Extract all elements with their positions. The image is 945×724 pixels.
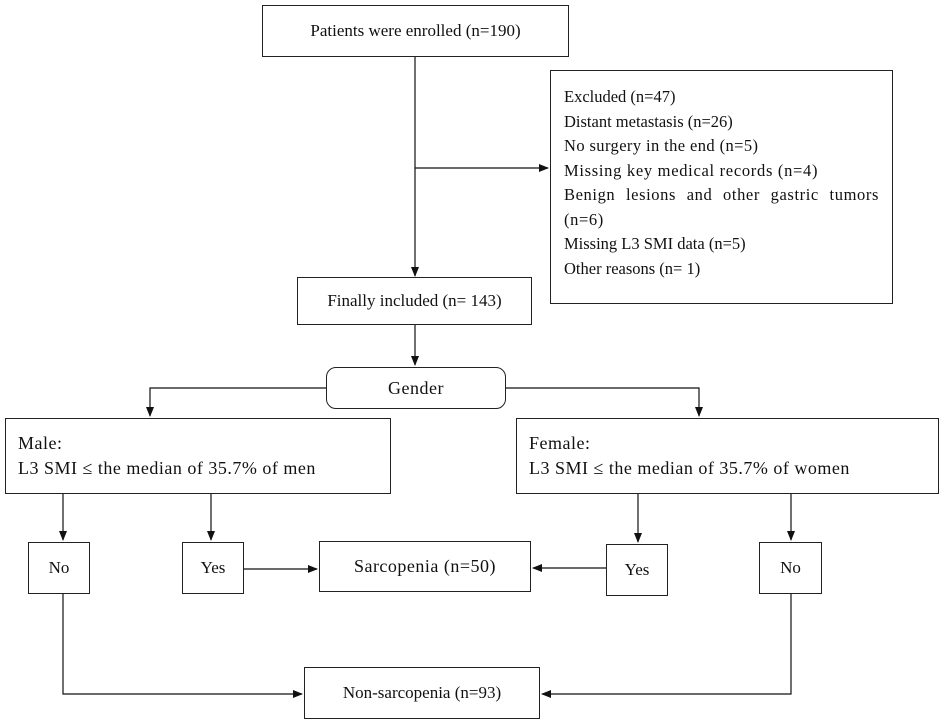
male-no-text: No xyxy=(48,558,70,577)
gender-text: Gender xyxy=(388,377,444,398)
male-no-box: No xyxy=(28,542,90,594)
enrolled-box: Patients were enrolled (n=190) xyxy=(262,5,569,57)
non-sarcopenia-text: Non-sarcopenia (n=93) xyxy=(342,683,502,702)
excluded-reason-other: Other reasons (n= 1) xyxy=(564,258,701,278)
included-text: Finally included (n= 143) xyxy=(327,291,502,310)
female-yes-box: Yes xyxy=(606,544,668,596)
enrolled-text: Patients were enrolled (n=190) xyxy=(310,21,521,40)
gender-box: Gender xyxy=(326,367,506,409)
male-criteria-box: Male: L3 SMI ≤ the median of 35.7% of me… xyxy=(5,418,391,494)
male-yes-text: Yes xyxy=(200,558,226,577)
male-yes-box: Yes xyxy=(182,542,244,594)
female-title: Female: xyxy=(529,433,591,453)
female-yes-text: Yes xyxy=(624,560,650,579)
arrow-male-no-to-non-sarcopenia xyxy=(62,594,303,698)
arrow-gender-to-male xyxy=(146,387,327,417)
non-sarcopenia-box: Non-sarcopenia (n=93) xyxy=(304,667,540,719)
excluded-reason-missing-records: Missing key medical records (n=4) xyxy=(564,160,819,180)
excluded-title: Excluded (n=47) xyxy=(564,87,676,106)
female-criterion: L3 SMI ≤ the median of 35.7% of women xyxy=(529,458,850,478)
excluded-reason-benign: Benign lesions and other gastric tumors … xyxy=(564,185,879,229)
included-box: Finally included (n= 143) xyxy=(297,277,532,325)
male-criterion: L3 SMI ≤ the median of 35.7% of men xyxy=(18,458,316,478)
female-no-text: No xyxy=(780,558,801,577)
excluded-reason-metastasis: Distant metastasis (n=26) xyxy=(564,111,733,131)
excluded-reason-no-surgery: No surgery in the end (n=5) xyxy=(564,136,759,155)
sarcopenia-box: Sarcopenia (n=50) xyxy=(319,541,531,592)
sarcopenia-text: Sarcopenia (n=50) xyxy=(353,556,497,576)
excluded-reason-missing-smi: Missing L3 SMI data (n=5) xyxy=(564,234,746,253)
arrow-female-no-to-non-sarcopenia xyxy=(541,594,792,698)
excluded-box: Excluded (n=47) Distant metastasis (n=26… xyxy=(550,70,893,304)
female-criteria-box: Female: L3 SMI ≤ the median of 35.7% of … xyxy=(516,418,939,494)
arrow-gender-to-female xyxy=(505,387,703,417)
male-title: Male: xyxy=(18,433,63,453)
female-no-box: No xyxy=(759,542,822,594)
